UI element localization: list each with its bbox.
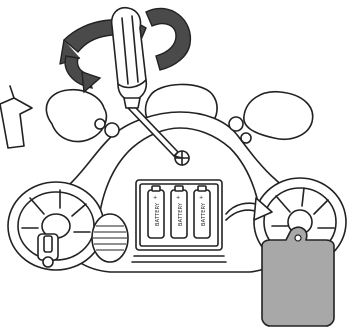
- battery-label: BATTERY: [178, 202, 184, 226]
- battery-polarity: +: [176, 195, 180, 201]
- battery-label: BATTERY: [155, 202, 161, 226]
- battery-cover-icon: [261, 226, 335, 327]
- battery-1: + BATTERY: [147, 185, 165, 239]
- left-wheel: [7, 181, 105, 271]
- battery-list: + BATTERY + BATTERY + BATTERY: [147, 185, 211, 239]
- cover-removal-arrow-icon: [225, 197, 273, 221]
- speaker-grille: [91, 213, 129, 263]
- battery-2: + BATTERY: [170, 185, 188, 239]
- battery-polarity: +: [153, 195, 157, 201]
- screwdriver-icon: [110, 6, 183, 159]
- left-arrow-icon: [0, 85, 33, 149]
- battery-label: BATTERY: [201, 202, 207, 226]
- battery-polarity: +: [199, 195, 203, 201]
- battery-3: + BATTERY: [193, 185, 211, 239]
